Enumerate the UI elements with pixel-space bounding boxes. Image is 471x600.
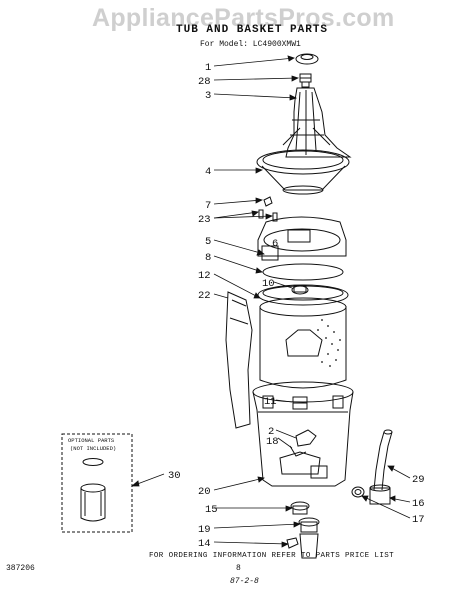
callout-18: 18 xyxy=(266,436,279,448)
part-28-fitting[interactable] xyxy=(299,73,312,88)
ordering-note: FOR ORDERING INFORMATION REFER TO PARTS … xyxy=(149,552,395,560)
part-23-screws[interactable] xyxy=(258,209,278,222)
part-3-agitator[interactable] xyxy=(282,87,352,158)
part-8-gasket[interactable] xyxy=(262,263,344,281)
page-number: 8 xyxy=(236,564,241,573)
callout-4: 4 xyxy=(205,166,211,178)
diagram-title: TUB AND BASKET PARTS xyxy=(176,24,329,36)
callout-8: 8 xyxy=(205,252,211,264)
callout-2: 2 xyxy=(268,426,274,438)
part-2-part-18-fittings[interactable] xyxy=(289,429,317,457)
part-4-cone[interactable] xyxy=(256,149,350,195)
leader-lines xyxy=(130,55,411,548)
part-14-shaft[interactable] xyxy=(286,533,319,559)
optional-parts-box xyxy=(61,433,133,533)
part-11-fitting[interactable] xyxy=(292,396,308,410)
callout-6: 6 xyxy=(272,238,278,250)
callout-1: 1 xyxy=(205,62,211,74)
callout-14: 14 xyxy=(198,538,211,550)
callout-29: 29 xyxy=(412,474,425,486)
callout-10: 10 xyxy=(262,278,275,290)
part-22-filter-bag[interactable] xyxy=(225,291,253,429)
callout-labels: 1 28 3 4 7 23 5 6 8 12 10 22 11 2 18 30 … xyxy=(168,62,425,550)
callout-15: 15 xyxy=(205,504,218,516)
part-17-grommet[interactable] xyxy=(351,486,365,498)
callout-28: 28 xyxy=(198,76,211,88)
callout-7: 7 xyxy=(205,200,211,212)
basket-perforations xyxy=(317,319,341,367)
callout-17: 17 xyxy=(412,514,425,526)
model-line: For Model: LC4900XMW1 xyxy=(200,40,301,49)
revision-date: 87-2-8 xyxy=(230,577,259,586)
callout-19: 19 xyxy=(198,524,211,536)
part-5-housing[interactable] xyxy=(257,216,347,261)
watermark-text: AppliancePartsPros.com xyxy=(92,4,395,32)
part-10-hub[interactable] xyxy=(291,285,309,295)
part-7-clip[interactable] xyxy=(263,196,273,207)
callout-12: 12 xyxy=(198,270,211,282)
part-19-bearing[interactable] xyxy=(298,517,320,533)
optional-parts-label: OPTIONAL PARTS xyxy=(68,437,115,444)
callout-22: 22 xyxy=(198,290,211,302)
optional-parts-note: (NOT INCLUDED) xyxy=(70,445,116,452)
callout-23: 23 xyxy=(198,214,211,226)
part-1-cap[interactable] xyxy=(295,53,319,65)
part-20-outer-tub[interactable] xyxy=(252,381,354,487)
part-15-seal[interactable] xyxy=(290,501,310,515)
callout-20: 20 xyxy=(198,486,211,498)
callout-5: 5 xyxy=(205,236,211,248)
part-29-hose[interactable] xyxy=(373,429,393,491)
callout-11: 11 xyxy=(264,396,277,408)
document-code: 387206 xyxy=(6,564,35,573)
part-12-basket[interactable] xyxy=(259,297,347,389)
callout-30: 30 xyxy=(168,470,181,482)
callout-16: 16 xyxy=(412,498,425,510)
callout-3: 3 xyxy=(205,90,211,102)
